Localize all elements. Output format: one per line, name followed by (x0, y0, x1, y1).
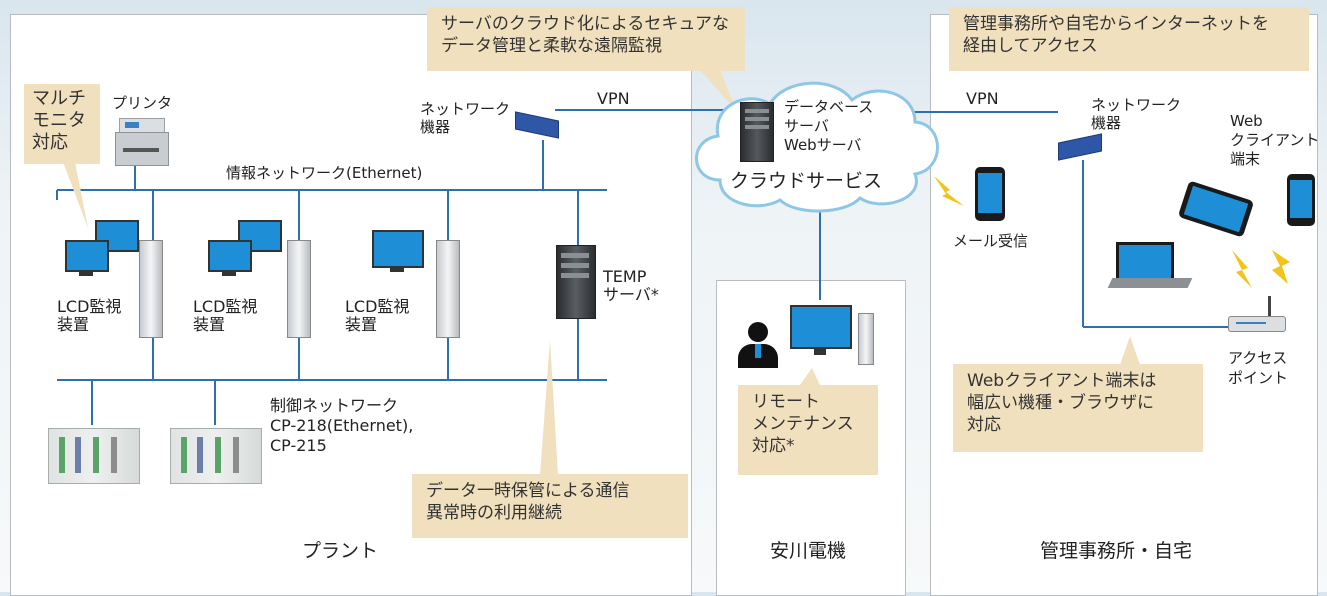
control-network-label: 制御ネットワーク CP-218(Ethernet), CP-215 (270, 396, 414, 455)
smartphone-icon (1287, 174, 1315, 226)
lightning-icon (1272, 250, 1290, 284)
db-server-label: データベース サーバ Webサーバ (784, 98, 874, 154)
person-icon (738, 322, 778, 368)
lcd-label: LCD監視 装置 (193, 297, 258, 334)
database-server-icon (740, 102, 774, 162)
controller-icon (170, 428, 262, 484)
callout-remote-maintenance: リモート メンテナンス 対応* (738, 385, 878, 475)
zone-label-office: 管理事務所・自宅 (1040, 540, 1193, 562)
laptop-icon (1107, 242, 1193, 292)
callout-web-client: Webクライアント端末は 幅広い機種・ブラウザに 対応 (953, 364, 1203, 452)
access-point-icon (1228, 296, 1286, 336)
network-device-right-label: ネットワーク 機器 (1091, 96, 1182, 132)
callout-temp-storage: データ一時保管による通信 異常時の利用継続 (412, 474, 688, 538)
router-icon (1058, 133, 1102, 161)
network-device-label: ネットワーク 機器 (420, 100, 511, 136)
zone-label-plant: プラント (302, 540, 379, 562)
router-icon (515, 111, 559, 139)
printer-label: プリンタ (112, 94, 173, 112)
lcd-monitor-unit (65, 220, 175, 338)
zone-label-yaskawa: 安川電機 (770, 540, 847, 562)
access-point-label: アクセス ポイント (1228, 349, 1289, 387)
cloud-service-label: クラウドサービス (730, 170, 883, 192)
lightning-icon (1232, 250, 1252, 288)
controller-icon (48, 428, 140, 484)
lcd-label: LCD監視 装置 (57, 297, 122, 334)
desktop-pc-icon (790, 305, 880, 365)
vpn-left-label: VPN (597, 89, 630, 108)
callout-internet-access: 管理事務所や自宅からインターネットを 経由してアクセス (949, 7, 1309, 71)
web-client-label: Web クライアント 端末 (1230, 112, 1320, 168)
vpn-right-label: VPN (966, 89, 999, 108)
lcd-label: LCD監視 装置 (345, 297, 410, 334)
lightning-icon (934, 176, 964, 206)
smartphone-icon (975, 167, 1005, 221)
lcd-monitor-unit (368, 230, 478, 338)
callout-cloud: サーバのクラウド化によるセキュアな データ管理と柔軟な遠隔監視 (427, 7, 745, 71)
info-network-label: 情報ネットワーク(Ethernet) (226, 164, 423, 182)
temp-server-label: TEMP サーバ* (603, 267, 659, 304)
lcd-monitor-unit (208, 220, 318, 338)
mail-label: メール受信 (953, 232, 1029, 250)
temp-server-icon (556, 245, 596, 319)
callout-multi-monitor: マルチ モニタ 対応 (24, 84, 100, 164)
printer-icon (115, 116, 169, 168)
